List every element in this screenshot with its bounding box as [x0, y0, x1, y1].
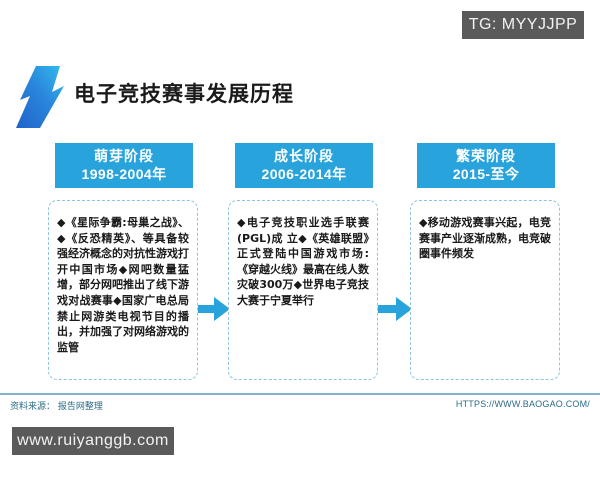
- stage-name-3: 繁荣阶段: [456, 148, 516, 165]
- watermark-top-right-text: TG: MYYJJPP: [468, 16, 578, 33]
- footer-source: 资料来源： 报告网整理: [10, 402, 103, 412]
- stage-period-3: 2015-至今: [452, 165, 520, 182]
- footer-url: HTTPS://WWW.BAOGAO.COM/: [455, 399, 590, 409]
- footer-divider: [0, 393, 600, 395]
- stage-name-2: 成长阶段: [274, 148, 334, 165]
- watermark-bottom-left-text: www.ruiyanggb.com: [17, 432, 169, 449]
- watermark-bottom-left: www.ruiyanggb.com: [12, 427, 174, 455]
- stage-body-3: ◆移动游戏赛事兴起，电竞赛事产业逐渐成熟，电竞破圈事件频发: [419, 216, 551, 261]
- brand-logo-icon: [16, 66, 72, 128]
- timeline-stage-2: 成长阶段 2006-2014年 ◆电子竞技职业选手联赛(PGL)成 立◆《英雄联…: [228, 143, 380, 380]
- stage-period-1: 1998-2004年: [81, 165, 167, 182]
- page-footer: 资料来源： 报告网整理 HTTPS://WWW.BAOGAO.COM/: [0, 396, 600, 418]
- stage-content-text-3: ◆移动游戏赛事兴起，电竞赛事产业逐渐成熟，电竞破圈事件频发: [411, 201, 559, 268]
- stage-header-1: 萌芽阶段 1998-2004年: [55, 143, 193, 188]
- timeline-stage-1: 萌芽阶段 1998-2004年 ◆《星际争霸:母巢之战》、◆《反恐精英》、等具备…: [48, 143, 200, 380]
- timeline-stage-3: 繁荣阶段 2015-至今 ◆移动游戏赛事兴起，电竞赛事产业逐渐成熟，电竞破圈事件…: [410, 143, 562, 380]
- stage-period-2: 2006-2014年: [261, 165, 347, 182]
- page-title: 电子竞技赛事发展历程: [74, 83, 294, 106]
- arrow-right-icon: [192, 296, 230, 322]
- stage-content-box-1: ◆《星际争霸:母巢之战》、◆《反恐精英》、等具备较强经济概念的对抗性游戏打开中国…: [48, 200, 198, 380]
- stage-body-2: ◆电子竞技职业选手联赛(PGL)成 立◆《英雄联盟》正式登陆中国游戏市场:《穿越…: [237, 216, 369, 308]
- stage-header-3: 繁荣阶段 2015-至今: [417, 143, 555, 188]
- stage-name-1: 萌芽阶段: [94, 148, 154, 165]
- page-header: 电子竞技赛事发展历程: [0, 64, 600, 128]
- stage-content-text-2: ◆电子竞技职业选手联赛(PGL)成 立◆《英雄联盟》正式登陆中国游戏市场:《穿越…: [229, 201, 377, 315]
- watermark-top-right: TG: MYYJJPP: [462, 11, 584, 39]
- arrow-right-icon: [374, 296, 412, 322]
- timeline: 萌芽阶段 1998-2004年 ◆《星际争霸:母巢之战》、◆《反恐精英》、等具备…: [0, 143, 600, 383]
- stage-header-2: 成长阶段 2006-2014年: [235, 143, 373, 188]
- stage-content-box-3: ◆移动游戏赛事兴起，电竞赛事产业逐渐成熟，电竞破圈事件频发: [410, 200, 560, 380]
- stage-content-text-1: ◆《星际争霸:母巢之战》、◆《反恐精英》、等具备较强经济概念的对抗性游戏打开中国…: [49, 201, 197, 361]
- stage-content-box-2: ◆电子竞技职业选手联赛(PGL)成 立◆《英雄联盟》正式登陆中国游戏市场:《穿越…: [228, 200, 378, 380]
- stage-body-1: ◆《星际争霸:母巢之战》、◆《反恐精英》、等具备较强经济概念的对抗性游戏打开中国…: [57, 216, 189, 354]
